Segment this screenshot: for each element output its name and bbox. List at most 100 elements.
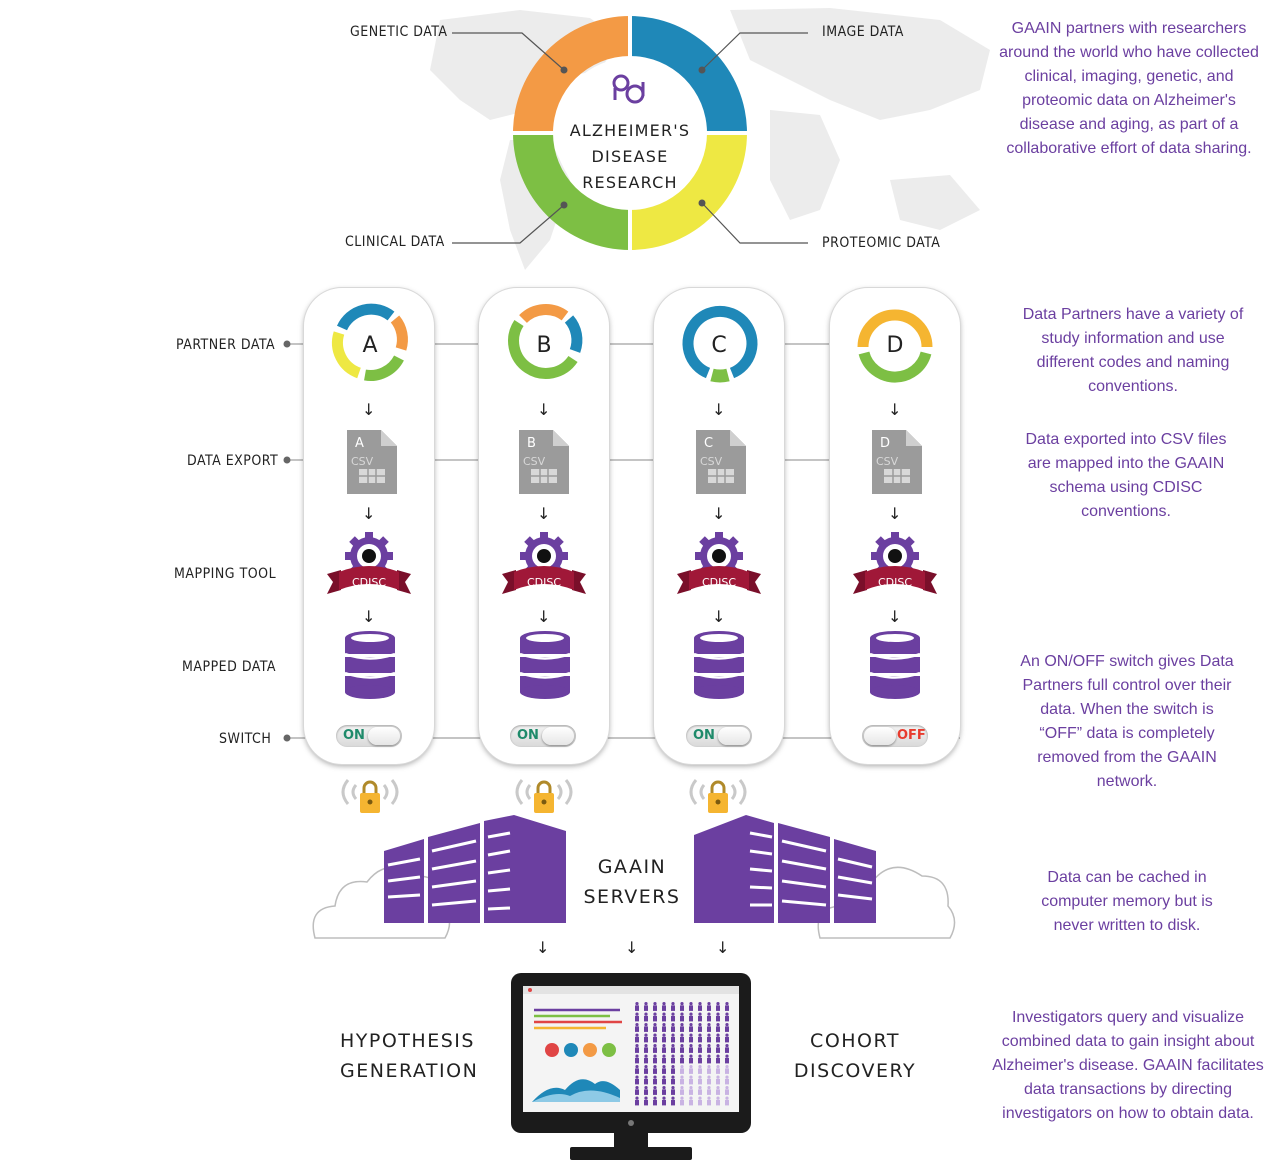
person-icon	[680, 1044, 684, 1053]
person-icon	[671, 1054, 675, 1064]
partner-ring-c: C	[682, 305, 758, 383]
person-icon	[725, 1033, 729, 1043]
person-icon	[707, 1012, 711, 1022]
person-icon	[698, 1086, 702, 1095]
cdisc-label-d: CDISC	[878, 576, 912, 589]
arrow-server-right: ↓	[716, 938, 730, 957]
arrow-c-1: ↓	[712, 400, 726, 419]
person-icon	[680, 1065, 684, 1074]
partner-ring-a: A	[331, 303, 408, 381]
person-icon	[662, 1033, 666, 1043]
partner-letter-d: D	[887, 333, 904, 358]
partner-letter-c: C	[711, 333, 726, 358]
person-icon	[644, 1023, 648, 1032]
person-icon	[725, 1086, 729, 1095]
person-icon	[680, 1033, 684, 1043]
file-type-b: CSV	[523, 455, 546, 468]
person-icon	[725, 1044, 729, 1053]
person-icon	[662, 1044, 666, 1053]
person-icon	[653, 1065, 657, 1074]
csv-file-icon-b: B CSV	[519, 430, 569, 494]
cdisc-gear-icon-d: CDISC	[853, 532, 937, 594]
arrow-server-center: ↓	[625, 938, 639, 957]
switch-state-b: ON	[517, 728, 539, 743]
person-icon	[644, 1086, 648, 1095]
file-type-c: CSV	[700, 455, 723, 468]
arrow-c-3: ↓	[712, 607, 726, 626]
person-icon	[662, 1065, 666, 1074]
person-icon	[707, 1033, 711, 1043]
hub-title: ALZHEIMER'S DISEASE RESEARCH	[555, 118, 705, 196]
switch-toggle-b[interactable]: ON	[510, 725, 576, 747]
arrow-d-2: ↓	[888, 504, 902, 523]
file-letter-b: B	[527, 436, 536, 451]
switch-toggle-c[interactable]: ON	[686, 725, 752, 747]
description-investigators: Investigators query and visualize combin…	[992, 1009, 1264, 1122]
arrow-b-1: ↓	[537, 400, 551, 419]
arrow-server-left: ↓	[536, 938, 550, 957]
person-icon	[653, 1086, 657, 1095]
person-icon	[689, 1054, 693, 1064]
row-label-mapping-tool: MAPPING TOOL	[174, 566, 277, 582]
secure-wireless-lock-icon-a	[341, 779, 399, 813]
person-icon	[716, 1096, 720, 1106]
switch-toggle-a[interactable]: ON	[336, 725, 402, 747]
partner-letter-a: A	[362, 333, 377, 358]
person-icon	[653, 1012, 657, 1022]
person-icon	[635, 1012, 639, 1022]
person-icon	[653, 1033, 657, 1043]
person-icon	[635, 1023, 639, 1032]
row-label-mapped-data: MAPPED DATA	[182, 659, 277, 675]
person-icon	[662, 1096, 666, 1106]
secure-wireless-lock-icon-c	[689, 779, 747, 813]
person-icon	[653, 1002, 657, 1011]
person-icon	[671, 1012, 675, 1022]
person-icon	[725, 1096, 729, 1106]
person-icon	[725, 1065, 729, 1074]
partner-ring-b: B	[508, 304, 583, 379]
switch-toggle-d[interactable]: OFF	[862, 725, 928, 747]
arrow-b-2: ↓	[537, 504, 551, 523]
database-icon-a	[344, 631, 396, 699]
person-icon	[662, 1023, 666, 1032]
description-intro: GAAIN partners with researchers around t…	[999, 20, 1259, 157]
person-icon	[689, 1023, 693, 1032]
person-icon	[698, 1096, 702, 1106]
switch-state-a: ON	[343, 728, 365, 743]
person-icon	[635, 1054, 639, 1064]
arrow-a-1: ↓	[362, 400, 376, 419]
arrow-d-1: ↓	[888, 400, 902, 419]
person-icon	[680, 1096, 684, 1106]
person-icon	[635, 1033, 639, 1043]
person-icon	[689, 1086, 693, 1095]
person-icon	[707, 1054, 711, 1064]
person-icon	[635, 1044, 639, 1053]
person-icon	[644, 1033, 648, 1043]
person-icon	[707, 1044, 711, 1053]
hypothesis-generation-label: HYPOTHESIS GENERATION	[340, 1026, 479, 1086]
person-icon	[662, 1012, 666, 1022]
person-icon	[644, 1044, 648, 1053]
hypothesis-line2: GENERATION	[340, 1060, 479, 1082]
switch-knob-b	[542, 727, 574, 745]
cdisc-gear-icon-c: CDISC	[677, 532, 761, 594]
file-letter-a: A	[355, 436, 364, 451]
server-buildings-left-icon	[384, 815, 566, 923]
person-icon	[662, 1054, 666, 1064]
person-icon	[671, 1033, 675, 1043]
genetic-data-label: GENETIC DATA	[350, 24, 448, 40]
description-partners: Data Partners have a variety of study in…	[1022, 306, 1244, 395]
switch-state-c: ON	[693, 728, 715, 743]
csv-file-icon-a: A CSV	[347, 430, 397, 494]
person-icon	[716, 1023, 720, 1032]
person-icon	[716, 1033, 720, 1043]
person-icon	[671, 1065, 675, 1074]
person-icon	[653, 1044, 657, 1053]
person-icon	[716, 1075, 720, 1085]
switch-state-d: OFF	[897, 728, 926, 743]
person-icon	[698, 1023, 702, 1032]
person-icon	[662, 1075, 666, 1085]
person-icon	[698, 1033, 702, 1043]
person-icon	[671, 1086, 675, 1095]
person-icon	[707, 1023, 711, 1032]
